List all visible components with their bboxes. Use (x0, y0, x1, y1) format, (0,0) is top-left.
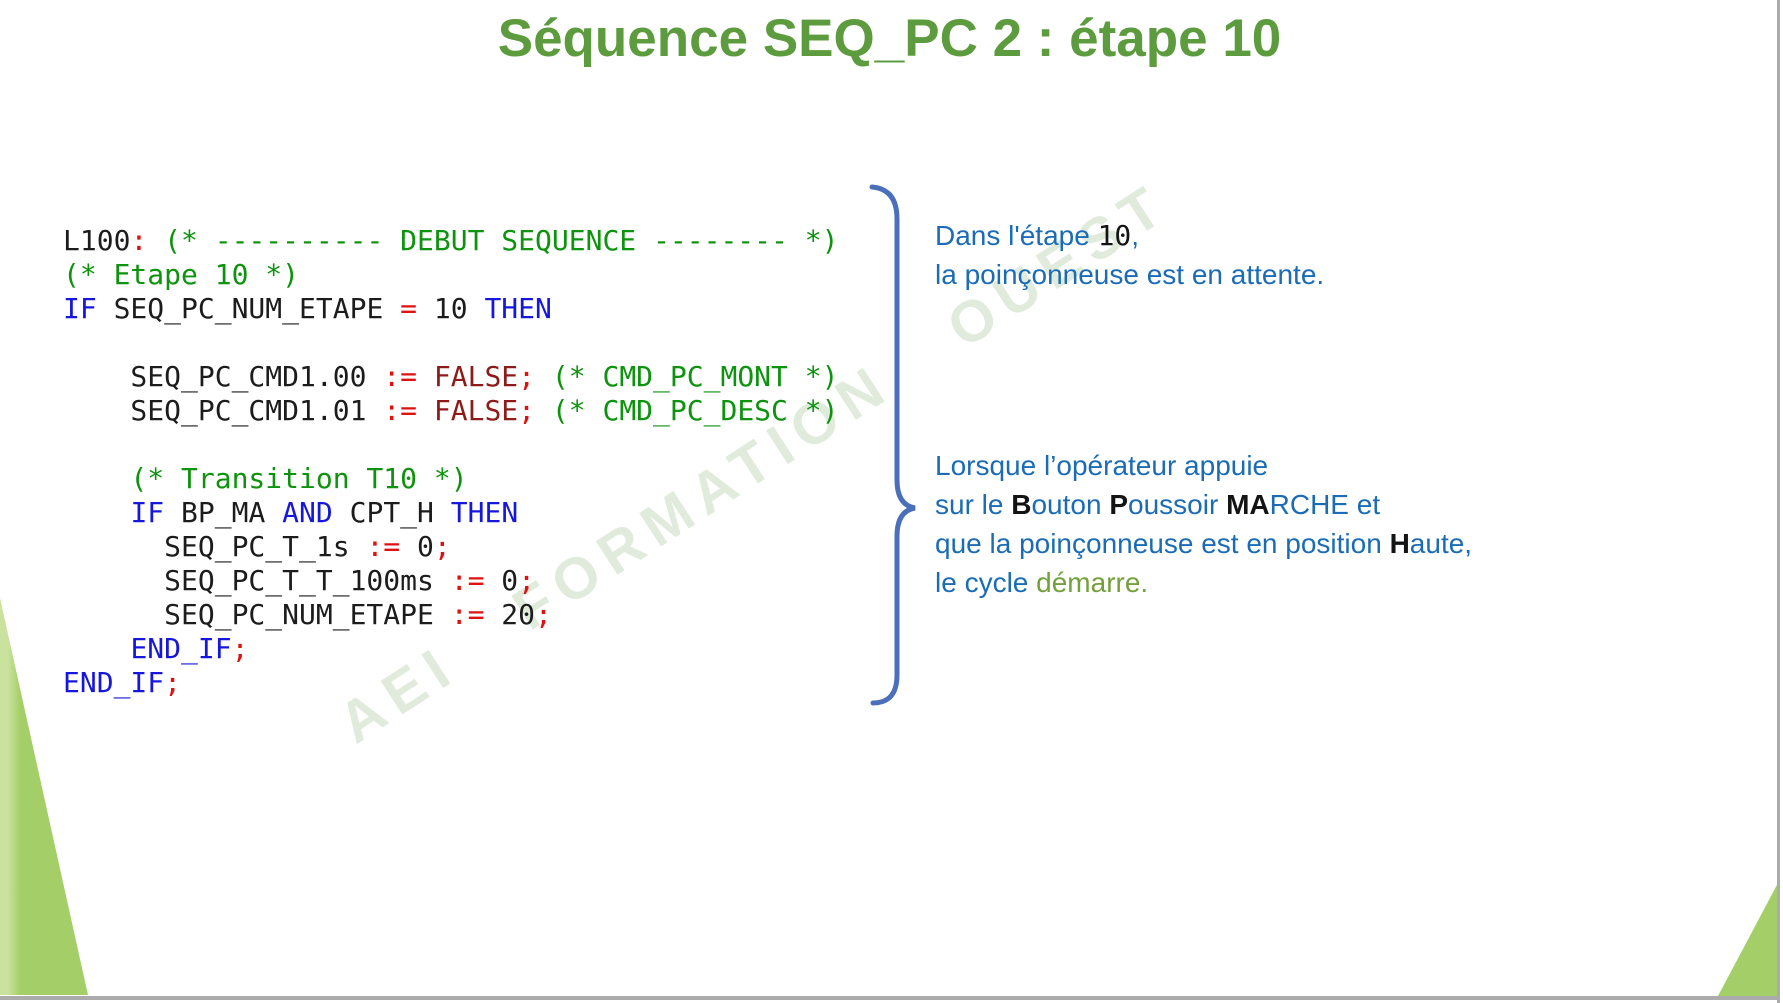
note-detail: Lorsque l’opérateur appuie sur le Bouton … (935, 446, 1472, 602)
window-border-right (1777, 0, 1780, 1003)
code-line (63, 326, 838, 360)
code-line: IF SEQ_PC_NUM_ETAPE = 10 THEN (63, 292, 552, 325)
code-block: L100: (* ---------- DEBUT SEQUENCE -----… (63, 224, 838, 700)
code-line: END_IF; (130, 632, 249, 665)
note-line: sur le Bouton Poussoir MARCHE et (935, 489, 1381, 520)
note-line: Dans l'étape 10, (935, 219, 1140, 252)
code-line: END_IF; (63, 666, 182, 699)
note-intro: Dans l'étape 10, la poinçonneuse est en a… (935, 216, 1324, 294)
corner-decoration-bottom-right (1718, 881, 1779, 996)
page-title: Séquence SEQ_PC 2 : étape 10 (497, 9, 1282, 68)
code-line: (* Etape 10 *) (63, 258, 300, 291)
code-line: L100: (* ---------- DEBUT SEQUENCE -----… (63, 224, 839, 257)
code-line: (* Transition T10 *) (63, 462, 468, 495)
note-line: Lorsque l’opérateur appuie (935, 450, 1269, 481)
note-line: le cycle démarre. (935, 567, 1149, 598)
code-line: SEQ_PC_T_T_100ms := 0; (63, 564, 536, 597)
code-line: IF BP_MA AND CPT_H THEN (130, 496, 519, 529)
code-line (63, 428, 838, 462)
code-line: SEQ_PC_CMD1.01 := FALSE; (* CMD_PC_DESC … (63, 394, 839, 427)
note-line: que la poinçonneuse est en position Haut… (935, 528, 1473, 559)
window-border-bottom (0, 996, 1780, 1000)
code-line: SEQ_PC_T_1s := 0; (63, 530, 451, 563)
code-line: SEQ_PC_NUM_ETAPE := 20; (63, 598, 552, 631)
code-line: SEQ_PC_CMD1.00 := FALSE; (* CMD_PC_MONT … (63, 360, 839, 393)
grouping-brace (869, 184, 916, 706)
note-line: la poinçonneuse est en attente. (935, 259, 1325, 290)
